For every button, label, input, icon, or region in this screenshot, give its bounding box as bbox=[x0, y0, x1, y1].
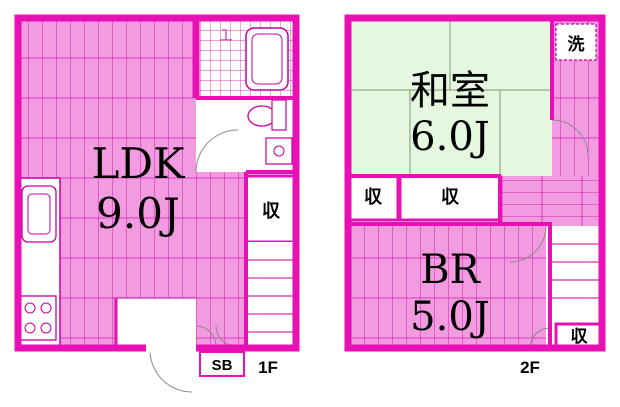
storage-2f-center bbox=[398, 174, 502, 222]
stove bbox=[19, 295, 57, 341]
washitsu-size: 6.0J bbox=[410, 114, 490, 160]
washbasin bbox=[265, 137, 293, 165]
ldk-name: LDK bbox=[92, 139, 187, 188]
storage-2f-right-label: 収 bbox=[571, 327, 589, 347]
storage-1f-label: 収 bbox=[262, 201, 281, 222]
washer-space bbox=[555, 23, 597, 61]
sink bbox=[21, 185, 57, 243]
storage-2f-center-label: 収 bbox=[441, 187, 460, 208]
floor-1-plan: SB 1F LDK 9.0J 収 bbox=[14, 14, 300, 393]
floor-2-label: 2F bbox=[520, 358, 540, 377]
storage-2f-left-label: 収 bbox=[364, 187, 383, 208]
outer-wall-2f bbox=[344, 14, 606, 352]
br-floor bbox=[348, 226, 546, 348]
washitsu-name: 和室 bbox=[410, 68, 490, 114]
washer-label: 洗 bbox=[568, 34, 585, 55]
br-name: BR bbox=[420, 247, 481, 293]
stairs-2f bbox=[550, 226, 602, 322]
shoe-box bbox=[199, 351, 245, 377]
kitchen-counter bbox=[17, 177, 61, 349]
stairs-1f bbox=[246, 242, 296, 348]
shoe-box-label: SB bbox=[212, 357, 233, 374]
entrance bbox=[116, 298, 196, 348]
floor-1-label: 1F bbox=[258, 358, 278, 377]
floor-2-plan: 洗 収 収 収 和室 6.0J BR 5.0J bbox=[344, 14, 606, 377]
br-size: 5.0J bbox=[410, 294, 490, 340]
bathtub bbox=[245, 27, 289, 91]
ldk-size: 9.0J bbox=[96, 189, 180, 238]
